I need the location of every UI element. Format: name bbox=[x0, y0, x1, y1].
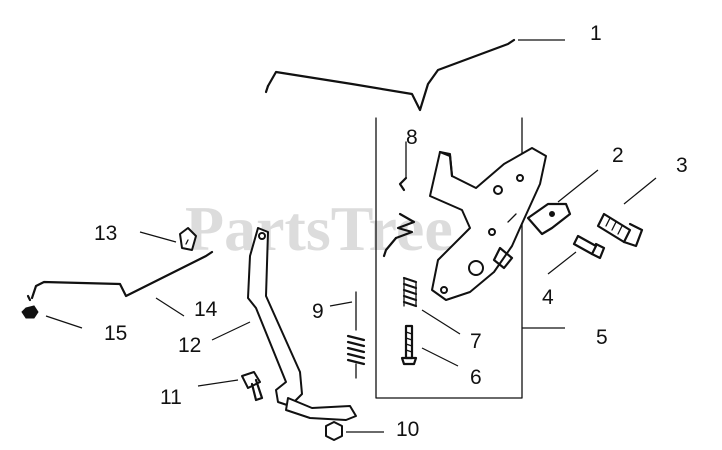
callout-4[interactable]: 4 bbox=[542, 286, 554, 309]
callout-3[interactable]: 3 bbox=[676, 154, 688, 177]
leader-2 bbox=[557, 169, 599, 203]
callout-1[interactable]: 1 bbox=[590, 22, 602, 45]
callout-5[interactable]: 5 bbox=[596, 326, 608, 349]
callout-12[interactable]: 12 bbox=[178, 334, 201, 357]
leader-4 bbox=[547, 251, 577, 275]
watermark-text: PartsTree bbox=[185, 193, 453, 264]
callout-7[interactable]: 7 bbox=[470, 330, 482, 353]
callout-10[interactable]: 10 bbox=[396, 418, 419, 441]
part-9-spring[interactable] bbox=[346, 291, 366, 379]
part-5-control-plate[interactable] bbox=[429, 147, 547, 301]
part-12-governor-lever[interactable] bbox=[247, 227, 357, 421]
leader-12 bbox=[211, 321, 251, 341]
leader-6 bbox=[421, 347, 459, 367]
callout-9[interactable]: 9 bbox=[312, 300, 324, 323]
part-14-choke-rod[interactable] bbox=[26, 250, 214, 302]
leader-15 bbox=[45, 315, 83, 329]
part-2-clip[interactable] bbox=[526, 202, 572, 236]
callout-11[interactable]: 11 bbox=[160, 386, 182, 409]
part-1-governor-rod[interactable] bbox=[264, 38, 516, 112]
leader-13 bbox=[139, 231, 177, 243]
part-3-bolt[interactable] bbox=[596, 212, 644, 248]
assembly-bracket-outline bbox=[375, 117, 523, 399]
part-10-nut[interactable] bbox=[325, 421, 343, 441]
part-15-nut[interactable] bbox=[21, 305, 39, 319]
leader-7 bbox=[421, 309, 461, 335]
callout-6[interactable]: 6 bbox=[470, 366, 482, 389]
part-6-screw[interactable] bbox=[400, 324, 418, 366]
leader-11 bbox=[197, 379, 239, 387]
part-7-spring[interactable] bbox=[402, 276, 418, 308]
leader-14 bbox=[155, 297, 185, 317]
callout-15[interactable]: 15 bbox=[104, 322, 127, 345]
callout-8[interactable]: 8 bbox=[406, 126, 418, 149]
part-13-clamp[interactable] bbox=[179, 227, 197, 251]
callout-13[interactable]: 13 bbox=[94, 222, 117, 245]
callout-2[interactable]: 2 bbox=[612, 144, 624, 167]
callout-14[interactable]: 14 bbox=[194, 298, 218, 321]
part-8-spring[interactable] bbox=[382, 141, 416, 258]
part-4-screw[interactable] bbox=[572, 234, 606, 260]
leader-9 bbox=[329, 301, 353, 307]
part-11-shoulder-screw[interactable] bbox=[241, 371, 264, 402]
leader-3 bbox=[623, 177, 657, 205]
